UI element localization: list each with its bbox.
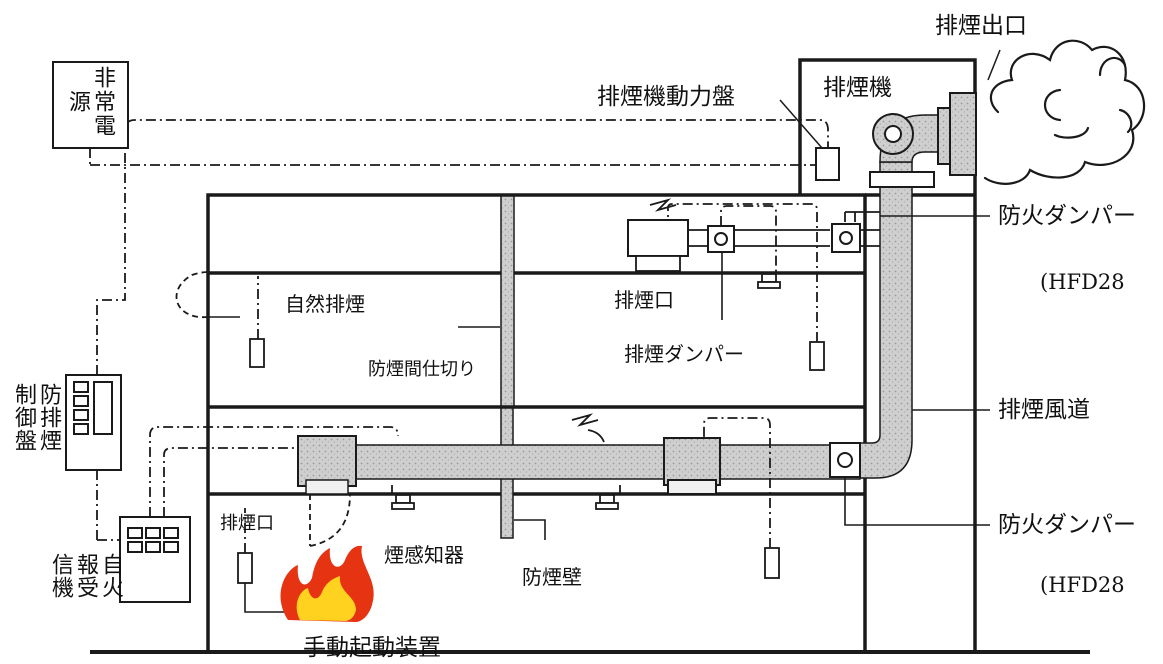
label-exhaust-port-lower: 排煙口 xyxy=(220,513,274,534)
control-wiring xyxy=(89,119,829,553)
label-exhaust-outlet: 排煙出口 xyxy=(935,13,1027,39)
fire-flame-icon xyxy=(280,545,374,622)
label-fire-damper-bottom: 防火ダンパー xyxy=(998,512,1136,538)
label-smoke-control-panel: 防排煙制御盤 xyxy=(8,376,64,458)
fire-damper-lower xyxy=(829,442,861,478)
exhaust-duct xyxy=(859,114,941,479)
door-swings xyxy=(175,271,351,547)
label-manual-starter: 手動起動装置 xyxy=(303,635,441,661)
label-fire-alarm-receiver: 自火報受信機 xyxy=(48,546,123,606)
exhaust-fan xyxy=(869,92,977,188)
fan-power-panel xyxy=(815,147,840,181)
label-natural-smoke: 自然排煙 xyxy=(285,292,365,316)
fire-damper-upper xyxy=(831,223,861,253)
exhaust-damper-upper xyxy=(707,225,735,253)
smoke-control-panel xyxy=(65,374,122,471)
leader-lines xyxy=(244,215,990,613)
label-emergency-power: 非常電源 xyxy=(62,66,118,138)
exhaust-unit-base-upper xyxy=(635,255,681,272)
manual-starters xyxy=(237,338,825,584)
smoke-cloud xyxy=(983,39,1146,185)
exhaust-port-grille-lower xyxy=(667,479,717,495)
emergency-power-box xyxy=(52,61,129,149)
label-exhaust-duct: 排煙風道 xyxy=(998,397,1090,423)
exhaust-port-grille-left xyxy=(305,479,349,495)
label-smoke-partition: 防煙間仕切り xyxy=(368,359,476,380)
label-fan-power-panel: 排煙機動力盤 xyxy=(597,84,735,110)
smoke-partition xyxy=(500,195,515,407)
horizontal-exhaust-duct xyxy=(299,444,861,480)
label-hfd-bottom: (HFD28 xyxy=(1040,573,1125,597)
fire-alarm-receiver-text: 自火報受信機 xyxy=(48,553,123,599)
exhaust-unit-upper xyxy=(627,219,689,257)
label-exhaust-port-upper: 排煙口 xyxy=(614,288,674,312)
smoke-control-panel-text: 防排煙制御盤 xyxy=(11,382,61,452)
label-hfd-top: (HFD28 xyxy=(1040,270,1125,294)
label-exhaust-fan: 排煙機 xyxy=(823,75,892,101)
label-smoke-detector: 煙感知器 xyxy=(384,543,464,567)
label-fire-damper-top: 防火ダンパー xyxy=(998,203,1136,229)
exhaust-damper-box-lower xyxy=(663,437,721,486)
fire-alarm-panel xyxy=(119,516,191,603)
exhaust-port-box-left xyxy=(297,435,357,487)
emergency-power-text: 非常電源 xyxy=(65,66,115,138)
label-exhaust-damper: 排煙ダンパー xyxy=(624,342,744,366)
label-smoke-wall: 防煙壁 xyxy=(522,565,582,589)
activation-marks xyxy=(571,198,677,443)
smoke-detectors xyxy=(391,273,781,510)
